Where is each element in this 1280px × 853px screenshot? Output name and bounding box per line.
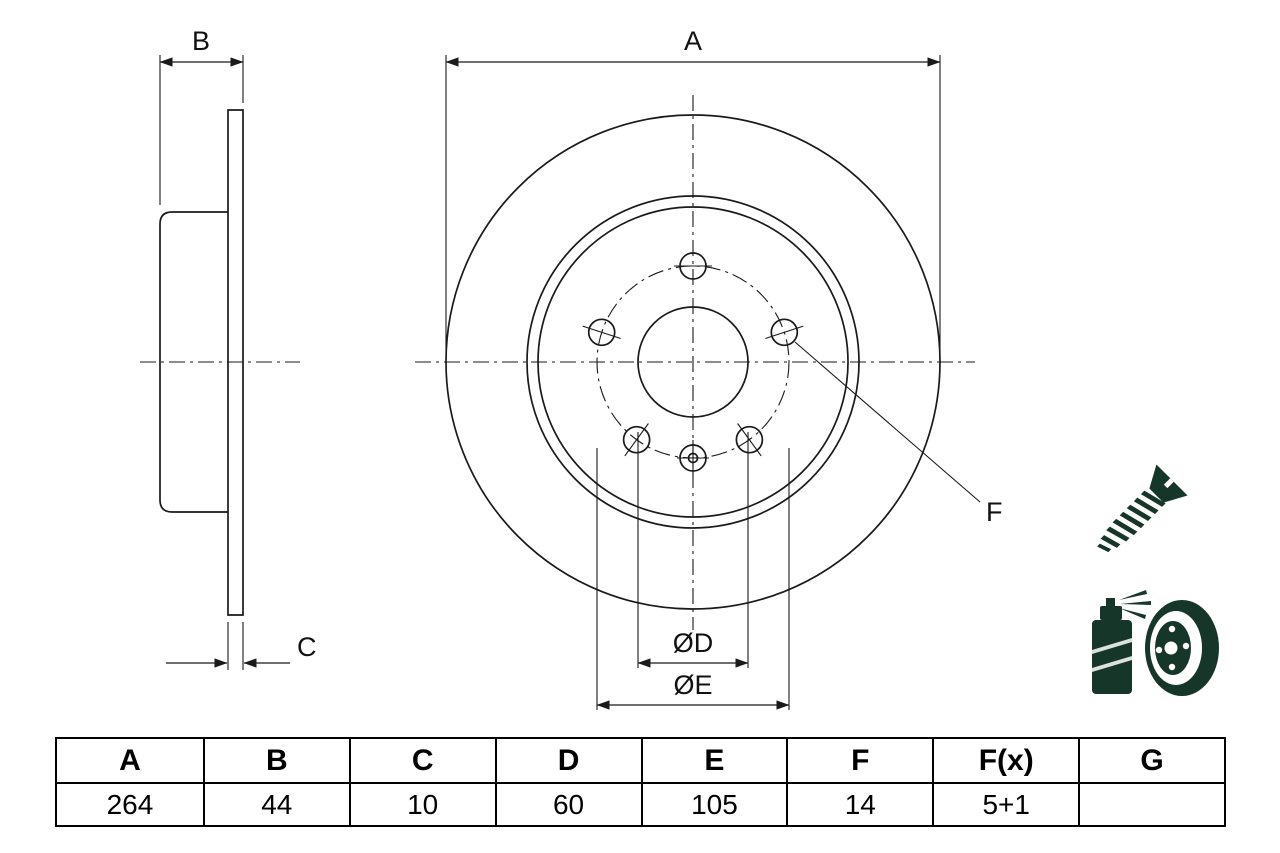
- can-highlight: [1092, 638, 1132, 654]
- hole-tick: [624, 423, 649, 457]
- dimension-d: ØD: [637, 432, 749, 668]
- spray-can-cap: [1100, 606, 1122, 620]
- front-view: [415, 95, 975, 630]
- screw-slot: [1163, 478, 1174, 489]
- dimension-b: B: [159, 26, 244, 205]
- table-value-f: 14: [786, 782, 933, 825]
- hub-bolt-hole: [1168, 625, 1176, 633]
- dim-label-e: ØE: [673, 670, 712, 700]
- leader-f: F: [794, 341, 1003, 527]
- table-header-g: G: [1078, 739, 1224, 782]
- table-header-d: D: [494, 739, 641, 782]
- countersunk-screw-icon: [1097, 464, 1188, 553]
- table-value-c: 10: [348, 782, 495, 825]
- dimension-c: C: [166, 622, 317, 670]
- leader-line: [794, 341, 981, 503]
- bolt-hole: [735, 425, 764, 454]
- side-view: [140, 109, 300, 616]
- spray-coated-disc-icon: [1092, 590, 1219, 696]
- bolt-hole: [770, 318, 799, 347]
- table-header-c: C: [348, 739, 495, 782]
- hole-tick: [737, 423, 762, 457]
- dim-label-f: F: [986, 497, 1003, 527]
- table-value-e: 105: [640, 782, 787, 825]
- can-highlight: [1092, 656, 1132, 672]
- bolt-hole: [622, 425, 651, 454]
- hub-bolt-hole: [1168, 663, 1176, 671]
- dim-label-b: B: [192, 26, 210, 56]
- table-header-a: A: [119, 743, 141, 777]
- dim-label-c: C: [297, 632, 317, 662]
- table-header-f: F: [786, 739, 932, 782]
- table-header-b: B: [202, 739, 349, 782]
- spray-jet: [1119, 608, 1146, 619]
- spray-jet: [1120, 601, 1151, 605]
- dim-label-d: ØD: [673, 628, 714, 658]
- table-header-fx: F(x): [932, 739, 1078, 782]
- spray-jet: [1119, 590, 1147, 600]
- dim-label-a: A: [684, 26, 702, 56]
- table-value-fx: 5+1: [932, 782, 1079, 825]
- disc-plate-section: [227, 109, 244, 616]
- spray-can-body: [1092, 620, 1132, 694]
- hole-tick: [582, 325, 621, 340]
- bolt-hole: [587, 318, 616, 347]
- spray-nozzle: [1106, 598, 1115, 606]
- dimension-a: A: [445, 26, 941, 350]
- table-header-e: E: [640, 739, 787, 782]
- disc-hat-section: [159, 211, 228, 513]
- hub-bolt-hole: [1182, 642, 1190, 650]
- hub-center-hole: [1164, 641, 1178, 655]
- hub-bolt-hole: [1155, 646, 1163, 654]
- dimension-e: ØE: [596, 448, 790, 710]
- hole-tick: [765, 325, 804, 340]
- table-value-d: 60: [494, 782, 641, 825]
- table-value-a: 264: [57, 782, 203, 825]
- table-value-g: [1078, 782, 1224, 825]
- screw-threads: [1097, 490, 1166, 553]
- table-value-b: 44: [202, 782, 349, 825]
- dimension-table: A B C D E F F(x) G 264 44 10 60 105 14 5…: [55, 737, 1226, 827]
